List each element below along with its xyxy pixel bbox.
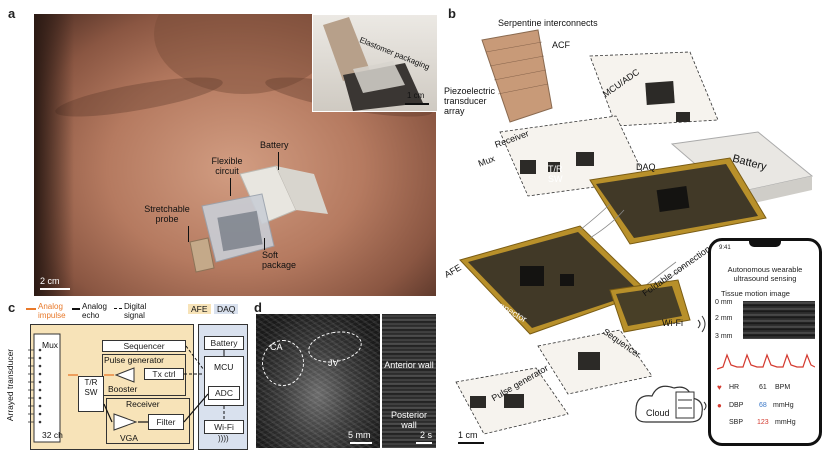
- label-battery: Battery: [260, 140, 289, 150]
- label-flexible-circuit: Flexible circuit: [211, 156, 243, 176]
- hr-label: HR: [729, 384, 740, 391]
- hr-unit: BPM: [775, 384, 791, 391]
- heart-icon: ♥: [717, 383, 722, 392]
- block-adc: ADC: [208, 386, 240, 400]
- scale-bar-b: [458, 442, 484, 444]
- depth-tick-2: 3 mm: [715, 333, 733, 340]
- depth-tick-0: 0 mm: [715, 299, 733, 306]
- arrow-battery: [278, 152, 279, 170]
- label-piezo: Piezoelectric transducer array: [444, 86, 496, 116]
- block-receiver-frame: [106, 398, 190, 444]
- label-booster: Booster: [108, 384, 138, 394]
- panel-a-letter: a: [8, 6, 16, 21]
- booster-triangle: [114, 367, 135, 383]
- block-tx-ctrl: Tx ctrl: [144, 368, 184, 380]
- legend-digital-line: [114, 308, 122, 309]
- scale-label-b: 1 cm: [458, 430, 478, 440]
- label-vga: VGA: [120, 433, 138, 443]
- panel-d-letter: d: [254, 300, 262, 315]
- ca-outline: [262, 340, 304, 386]
- signal-lines: [68, 345, 225, 423]
- label-wifi-b: Wi-Fi: [662, 318, 683, 328]
- sbp-label: SBP: [729, 419, 744, 426]
- vga-triangle: [113, 413, 138, 431]
- legend-daq: DAQ: [214, 304, 239, 314]
- hr-value: 61: [759, 384, 767, 391]
- scale-bar-d-left: [350, 442, 372, 444]
- panel-a: a 2 cm Elastomer packaging 1 cm Battery …: [8, 6, 438, 296]
- wifi-waves-icon: )))): [218, 434, 229, 443]
- panel-b: b: [440, 4, 830, 452]
- exploded-view: [455, 29, 814, 435]
- transducer-array: [481, 29, 553, 123]
- server-icon: [675, 391, 695, 419]
- block-pulse-generator-frame: [102, 354, 186, 396]
- label-anterior-wall: Anterior wall: [384, 360, 434, 370]
- legend-afe: AFE: [188, 304, 211, 314]
- phone-notch: [749, 241, 781, 247]
- panel-c-letter: c: [8, 300, 16, 315]
- ultrasound-bmode: CA JV 5 mm: [256, 314, 380, 448]
- scale-bar-d-right: [416, 442, 432, 444]
- pulse-waveform: [717, 353, 815, 370]
- phone-time: 9:41: [719, 245, 731, 251]
- label-stretchable-probe: Stretchable probe: [144, 204, 190, 224]
- inset-scale-bar: [405, 103, 429, 105]
- block-trsw: [78, 376, 104, 412]
- label-serpentine: Serpentine interconnects: [498, 18, 598, 28]
- legend-echo-line: [72, 308, 80, 310]
- legend-analog-echo: Analog echo: [82, 302, 107, 320]
- arrow-soft-package: [264, 238, 265, 250]
- label-trsw: T/R SW: [548, 164, 563, 184]
- collarbone-left: [53, 69, 225, 125]
- arrow-stretchable-probe: [188, 226, 189, 242]
- label-trsw-c: T/R SW: [84, 378, 98, 397]
- smartphone: 9:41 Autonomous wearable ultrasound sens…: [708, 238, 822, 446]
- label-pulse-generator-c: Pulse generator: [104, 355, 165, 365]
- panel-b-letter: b: [448, 6, 456, 21]
- panel-a-inset: Elastomer packaging 1 cm: [312, 14, 438, 112]
- inset-scale-label: 1 cm: [407, 91, 425, 100]
- label-posterior-wall: Posterior wall: [390, 410, 427, 430]
- legend-analog-impulse: Analog impulse: [38, 302, 66, 320]
- dbp-label: DBP: [729, 402, 744, 409]
- legend-impulse-line: [26, 308, 36, 310]
- scale-label-d-right: 2 s: [420, 430, 433, 440]
- ultrasound-mmode: Anterior wall Posterior wall 2 s: [382, 314, 436, 448]
- label-soft-package: Soft package: [262, 250, 297, 270]
- label-32ch: 32 ch: [42, 430, 63, 440]
- label-ca: CA: [270, 342, 283, 352]
- sbp-value: 123: [757, 419, 769, 426]
- label-daq: DAQ: [636, 162, 656, 172]
- scale-bar-a: [40, 288, 70, 290]
- dbp-value: 68: [759, 402, 767, 409]
- depth-tick-1: 2 mm: [715, 315, 733, 322]
- dark-left-edge: [34, 14, 74, 296]
- label-mcu: MCU: [214, 362, 234, 372]
- panel-d: d CA JV 5 mm Anterior wall Posterior wal…: [250, 300, 440, 452]
- tissue-motion-image: [743, 301, 815, 339]
- dbp-unit: mmHg: [773, 402, 794, 409]
- inset-device: [323, 17, 423, 111]
- scale-label-d-left: 5 mm: [348, 430, 371, 440]
- label-receiver-c: Receiver: [126, 399, 160, 409]
- legend-digital-signal: Digital signal: [124, 302, 147, 320]
- phone-subtitle: Tissue motion image: [721, 289, 790, 298]
- scale-label-a: 2 cm: [40, 276, 60, 286]
- transducer-array-schematic: [28, 333, 61, 443]
- phone-title: Autonomous wearable ultrasound sensing: [727, 265, 803, 283]
- blood-drop-icon: ●: [717, 401, 722, 410]
- panel-c: c Analog impulse Analog echo Digital sig…: [5, 300, 248, 452]
- block-battery: Battery: [204, 336, 244, 350]
- arrow-flexible-circuit: [230, 178, 231, 196]
- sbp-unit: mmHg: [775, 419, 796, 426]
- label-cloud: Cloud: [646, 408, 670, 418]
- label-jv: JV: [328, 358, 339, 368]
- label-acf: ACF: [552, 40, 570, 50]
- wearable-device: [189, 165, 328, 273]
- block-sequencer: Sequencer: [102, 340, 186, 352]
- block-wifi: Wi-Fi: [204, 420, 244, 434]
- label-mux-c: Mux: [42, 340, 59, 350]
- block-filter: Filter: [148, 414, 184, 430]
